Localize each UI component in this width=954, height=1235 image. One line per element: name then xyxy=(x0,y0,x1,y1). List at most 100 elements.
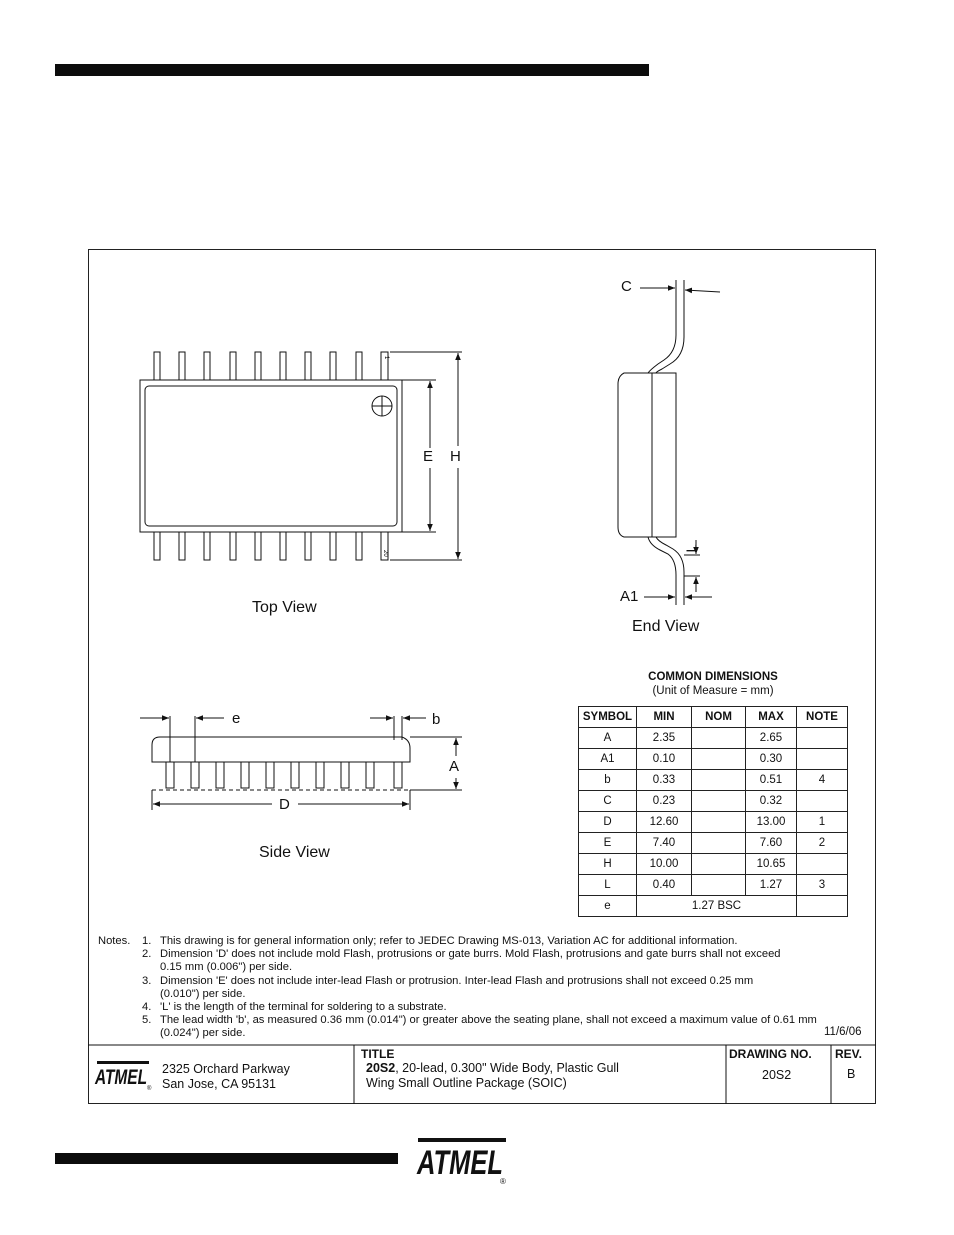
note-item: 2. Dimension 'D' does not include mold F… xyxy=(98,948,868,974)
dim-label-e: e xyxy=(232,710,241,727)
cell-symbol: L xyxy=(578,874,637,896)
cell-note: 1 xyxy=(796,811,848,833)
top-view-leads-bottom xyxy=(153,531,389,561)
common-dimensions-table: SYMBOL MIN NOM MAX NOTE A 2.35 2.65 A1 0… xyxy=(578,706,848,917)
col-header-min: MIN xyxy=(636,706,692,728)
cell-nom xyxy=(691,790,746,812)
cell-nom xyxy=(691,769,746,791)
cell-max: 2.65 xyxy=(745,727,797,749)
title-label: TITLE xyxy=(361,1047,395,1061)
header-rule xyxy=(55,64,649,76)
side-view-leads xyxy=(165,761,403,789)
cell-symbol: A1 xyxy=(578,748,637,770)
logo-wordmark-small: ATMEL xyxy=(94,1066,147,1089)
cell-min: 0.33 xyxy=(636,769,692,791)
table-row: H 10.00 10.65 xyxy=(578,853,848,875)
note-text: Dimension 'E' does not include inter-lea… xyxy=(160,974,754,987)
top-view-label: Top View xyxy=(252,599,317,616)
cell-min: 2.35 xyxy=(636,727,692,749)
drawing-no-value: 20S2 xyxy=(762,1068,792,1082)
note-text: 0.15 mm (0.006") per side. xyxy=(160,961,293,974)
cell-note: 2 xyxy=(796,832,848,854)
note-text: 'L' is the length of the terminal for so… xyxy=(160,1001,447,1014)
rev-value: B xyxy=(847,1067,856,1081)
atmel-logo-footer: ATMEL ® xyxy=(416,1138,506,1186)
cell-max: 0.32 xyxy=(745,790,797,812)
cell-min: 0.10 xyxy=(636,748,692,770)
cell-nom xyxy=(691,727,746,749)
cell-symbol: e xyxy=(578,895,637,917)
atmel-logo-titleblock: ATMEL ® xyxy=(94,1061,152,1092)
cell-max: 0.30 xyxy=(745,748,797,770)
cell-note xyxy=(796,748,848,770)
rev-label: REV. xyxy=(835,1047,862,1061)
cell-nom xyxy=(691,832,746,854)
table-row: E 7.40 7.60 2 xyxy=(578,832,848,854)
table-row: b 0.33 0.51 4 xyxy=(578,769,848,791)
end-view-lead-upper xyxy=(647,300,677,374)
end-view-lead-lower xyxy=(647,536,677,600)
table-row: L 0.40 1.27 3 xyxy=(578,874,848,896)
cell-max: 7.60 xyxy=(745,832,797,854)
table-row: A 2.35 2.65 xyxy=(578,727,848,749)
pin20-label: 20 xyxy=(382,550,388,557)
common-dimensions-unit: (Unit of Measure = mm) xyxy=(652,685,774,697)
package-description: , 20-lead, 0.300" Wide Body, Plastic Gul… xyxy=(395,1061,619,1075)
table-header-row: SYMBOL MIN NOM MAX NOTE xyxy=(578,706,848,728)
cell-nom xyxy=(691,853,746,875)
cell-symbol: D xyxy=(578,811,637,833)
col-header-symbol: SYMBOL xyxy=(578,706,637,728)
dim-label-D: D xyxy=(279,796,290,813)
note-text: This drawing is for general information … xyxy=(160,935,738,947)
cell-symbol: b xyxy=(578,769,637,791)
notes-heading: Notes. xyxy=(98,935,131,947)
end-view-label: End View xyxy=(632,618,700,635)
cell-max: 10.65 xyxy=(745,853,797,875)
cell-nom xyxy=(691,874,746,896)
side-view-label: Side View xyxy=(259,844,330,861)
note-number: 3. xyxy=(142,974,152,987)
cell-min: 10.00 xyxy=(636,853,692,875)
cell-max: 0.51 xyxy=(745,769,797,791)
note-text: (0.010") per side. xyxy=(160,987,246,1000)
cell-min: 0.40 xyxy=(636,874,692,896)
svg-text:®: ® xyxy=(147,1085,152,1092)
cell-note xyxy=(796,895,848,917)
dim-label-L: L xyxy=(683,544,701,553)
note-number: 5. xyxy=(142,1014,152,1027)
table-row: C 0.23 0.32 xyxy=(578,790,848,812)
cell-max: 13.00 xyxy=(745,811,797,833)
note-item: 5. The lead width 'b', as measured 0.36 … xyxy=(98,1014,868,1040)
note-item: Notes. 1. This drawing is for general in… xyxy=(98,935,868,948)
cell-note: 3 xyxy=(796,874,848,896)
top-view-leads-top xyxy=(153,351,389,381)
note-item: 4. 'L' is the length of the terminal for… xyxy=(98,1001,868,1014)
note-number: 2. xyxy=(142,948,152,961)
logo-wordmark: ATMEL xyxy=(416,1144,503,1182)
address-line-2: San Jose, CA 95131 xyxy=(162,1077,276,1091)
end-view-body xyxy=(617,372,677,538)
table-row: D 12.60 13.00 1 xyxy=(578,811,848,833)
dim-label-C: C xyxy=(621,278,632,295)
cell-symbol: E xyxy=(578,832,637,854)
footer-rule xyxy=(55,1153,398,1164)
drawing-no-label: DRAWING NO. xyxy=(729,1047,812,1061)
cell-note: 4 xyxy=(796,769,848,791)
package-description-line-2: Wing Small Outline Package (SOIC) xyxy=(366,1076,567,1090)
cell-bsc-value: 1.27 BSC xyxy=(636,895,797,917)
top-view-body xyxy=(139,379,403,533)
note-number: 1. xyxy=(142,935,152,947)
col-header-max: MAX xyxy=(745,706,797,728)
cell-symbol: C xyxy=(578,790,637,812)
address-line-1: 2325 Orchard Parkway xyxy=(162,1062,290,1076)
cell-note xyxy=(796,853,848,875)
common-dimensions-heading: COMMON DIMENSIONS (Unit of Measure = mm) xyxy=(578,670,848,698)
cell-min: 7.40 xyxy=(636,832,692,854)
cell-min: 12.60 xyxy=(636,811,692,833)
cell-nom xyxy=(691,811,746,833)
logo-registered: ® xyxy=(500,1177,506,1186)
package-title: 20S2, 20-lead, 0.300" Wide Body, Plastic… xyxy=(366,1061,619,1091)
note-text: (0.024") per side. xyxy=(160,1027,246,1040)
drawing-frame xyxy=(88,249,876,1104)
cell-min: 0.23 xyxy=(636,790,692,812)
